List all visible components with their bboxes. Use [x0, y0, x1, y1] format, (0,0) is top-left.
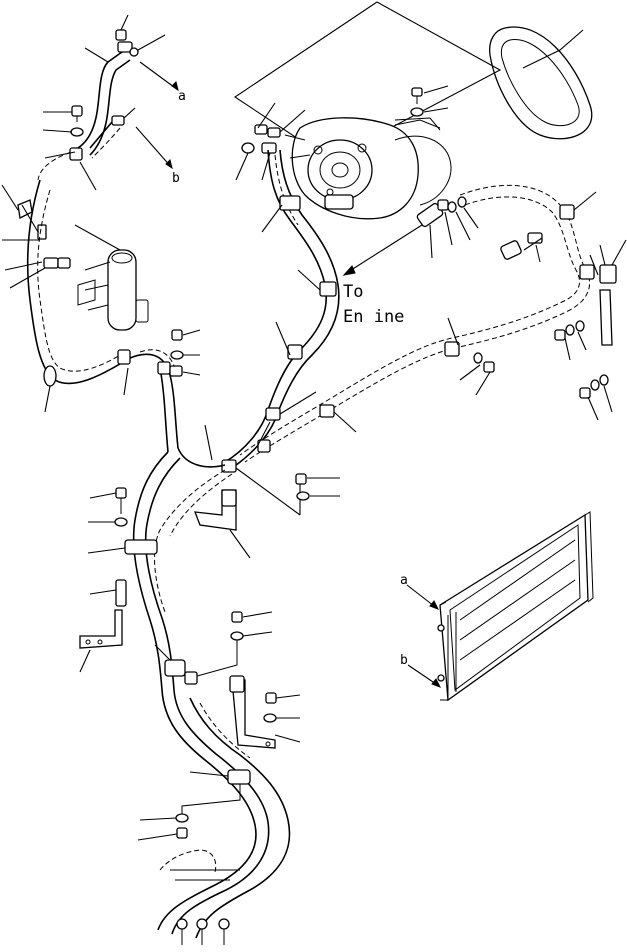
belt-leader — [522, 29, 584, 69]
top-left-hardware: a b — [84, 14, 186, 186]
left-loop-bolt — [169, 329, 201, 377]
central-bracket — [194, 424, 340, 559]
discharge-hose-top — [37, 41, 133, 181]
condenser-icon: a b — [400, 511, 594, 702]
port-a-condenser-label: a — [400, 573, 408, 588]
left-loop-hoses — [26, 179, 179, 453]
clamp-bottom — [137, 769, 251, 841]
to-engine-line1: To — [343, 282, 363, 302]
right-bracket — [589, 239, 627, 346]
ac-compressor-icon — [284, 117, 452, 220]
compressor-right-fittings — [416, 196, 479, 259]
right-bolt-group-1 — [554, 320, 587, 361]
v-belt-icon — [489, 26, 593, 140]
port-a-top-label: a — [178, 89, 186, 104]
clamp-mid-left — [79, 487, 158, 673]
receiver-drier-icon — [74, 224, 149, 331]
clamp-lower-center — [154, 611, 301, 749]
left-clamp-cluster — [1, 184, 71, 289]
compressor-suction-hoses — [224, 149, 340, 469]
right-fitting-cluster — [500, 232, 543, 263]
mid-right-bolt-group — [459, 352, 495, 396]
port-b-top-label: b — [172, 171, 180, 186]
compressor-bolt-group — [394, 85, 449, 129]
to-engine-annotation: To En ine — [342, 224, 423, 327]
right-hoses — [239, 184, 597, 463]
to-engine-line2: En ine — [343, 307, 404, 327]
port-b-condenser-label: b — [400, 653, 408, 668]
main-downward-hoses — [132, 447, 291, 945]
right-bolt-group-2 — [579, 374, 613, 421]
clamp-bolt-upper-left — [42, 105, 97, 191]
